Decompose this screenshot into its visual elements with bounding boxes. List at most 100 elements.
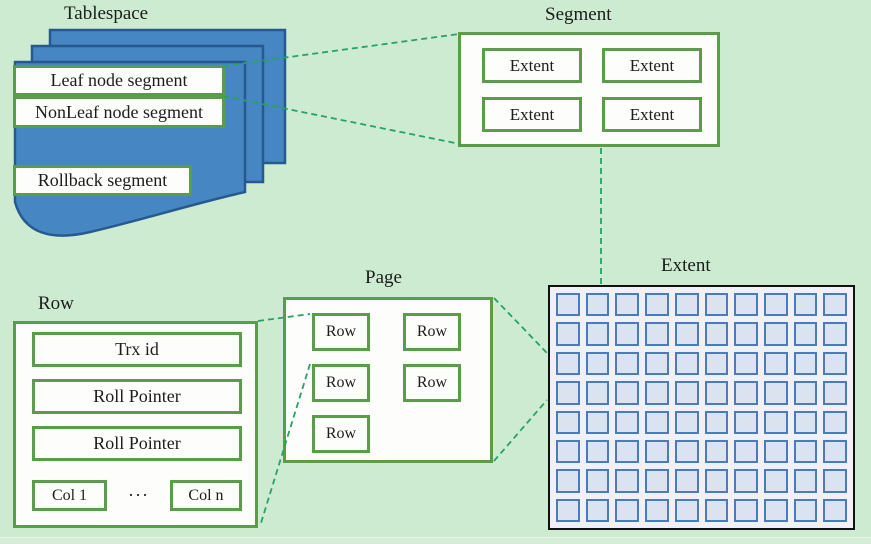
page-cell: [674, 410, 699, 434]
page-cell: [556, 381, 580, 405]
page-cell: [734, 322, 758, 346]
extent-item: Extent: [602, 97, 702, 132]
row-field: Roll Pointer: [32, 379, 242, 414]
extent-title: Extent: [661, 255, 711, 276]
page-cell: [793, 381, 818, 405]
page-cell: [615, 439, 640, 464]
page-cell: [585, 439, 610, 464]
page-cell: [704, 498, 729, 522]
page-cell: [734, 410, 758, 434]
page-cell: [615, 381, 640, 405]
page-cell: [823, 293, 847, 317]
page-cell: [763, 381, 788, 405]
rollback-segment-label: Rollback segment: [13, 165, 192, 196]
page-cell: [734, 439, 758, 464]
page-title: Page: [365, 267, 402, 288]
page-cell: [704, 351, 729, 376]
page-cell: [674, 439, 699, 464]
page-cell: [763, 293, 788, 317]
page-cell: [585, 381, 610, 405]
page-cell: [615, 322, 640, 346]
page-cell: [704, 381, 729, 405]
page-cell: [734, 293, 758, 317]
page-cell: [763, 322, 788, 346]
page-row-item: Row: [403, 364, 461, 402]
page-row-item: Row: [312, 415, 370, 453]
page-cell: [615, 410, 640, 434]
page-cell: [645, 322, 669, 346]
page-cell: [645, 498, 669, 522]
page-cell: [763, 351, 788, 376]
page-cell: [734, 469, 758, 493]
leaf-node-segment-label: Leaf node segment: [13, 65, 225, 96]
row-columns: Col 1 ··· Col n: [32, 480, 242, 511]
page-cell: [674, 293, 699, 317]
page-cell: [556, 351, 580, 376]
page-cell: [823, 469, 847, 493]
segment-title: Segment: [545, 4, 612, 25]
page-cell: [674, 469, 699, 493]
page-cell: [674, 351, 699, 376]
page-cell: [615, 293, 640, 317]
page-cell: [823, 410, 847, 434]
page-cell: [585, 293, 610, 317]
page-cell: [823, 498, 847, 522]
page-cell: [674, 381, 699, 405]
page-cell: [763, 498, 788, 522]
page-cell: [734, 351, 758, 376]
page-cell: [734, 381, 758, 405]
bottom-edge-strip: [0, 537, 871, 544]
page-cell: [556, 293, 580, 317]
page-row-item: Row: [312, 313, 370, 351]
page-cell: [645, 293, 669, 317]
page-cell: [734, 498, 758, 522]
row-field: Roll Pointer: [32, 426, 242, 461]
page-cell: [585, 322, 610, 346]
page-cell: [674, 322, 699, 346]
tablespace-title: Tablespace: [64, 3, 149, 24]
nonleaf-node-segment-label: NonLeaf node segment: [13, 96, 225, 128]
page-cell: [645, 439, 669, 464]
page-cell: [645, 351, 669, 376]
row-field: Trx id: [32, 332, 242, 367]
page-cell: [645, 410, 669, 434]
page-cell: [823, 439, 847, 464]
page-cell: [793, 293, 818, 317]
page-cell: [763, 410, 788, 434]
page-cell: [556, 322, 580, 346]
page-cell: [704, 469, 729, 493]
page-cell: [615, 351, 640, 376]
page-cell: [556, 439, 580, 464]
page-cell: [763, 439, 788, 464]
page-cell: [645, 381, 669, 405]
page-cell: [793, 322, 818, 346]
extent-item: Extent: [482, 48, 582, 83]
page-row-item: Row: [403, 313, 461, 351]
page-cell: [615, 469, 640, 493]
page-cell: [793, 410, 818, 434]
page-cell: [645, 469, 669, 493]
extent-item: Extent: [602, 48, 702, 83]
page-cell: [704, 293, 729, 317]
page-cell: [585, 351, 610, 376]
page-cell: [704, 439, 729, 464]
extent-item: Extent: [482, 97, 582, 132]
page-cell: [704, 322, 729, 346]
page-cell: [793, 439, 818, 464]
page-cell: [823, 351, 847, 376]
row-title: Row: [38, 293, 74, 314]
page-cell: [556, 498, 580, 522]
page-cell: [793, 469, 818, 493]
page-cell: [793, 498, 818, 522]
page-cell: [823, 381, 847, 405]
page-cell: [556, 410, 580, 434]
page-row-item: Row: [312, 364, 370, 402]
page-cell: [763, 469, 788, 493]
page-cell: [615, 498, 640, 522]
page-cell: [674, 498, 699, 522]
